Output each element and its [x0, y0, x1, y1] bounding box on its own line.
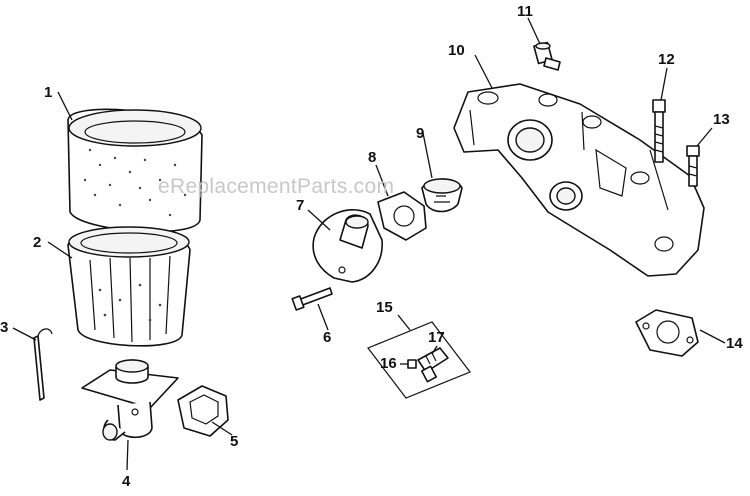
- part-11-elbow-fitting: [533, 41, 561, 71]
- leader-lines: [12, 17, 726, 471]
- label-6: 6: [323, 329, 331, 346]
- part-2-air-filter-element: [67, 226, 191, 347]
- part-7-thermostat-housing: [312, 209, 383, 283]
- part-14-flange-gasket: [635, 309, 699, 357]
- label-1: 1: [44, 84, 52, 101]
- label-8: 8: [368, 149, 376, 166]
- watermark-text: eReplacementParts.com: [158, 175, 394, 198]
- label-11: 11: [517, 3, 533, 20]
- label-12: 12: [658, 51, 675, 68]
- part-17-temperature-sender: [417, 347, 449, 383]
- part-9-thermostat: [421, 178, 463, 213]
- label-5: 5: [230, 433, 238, 450]
- label-4: 4: [122, 473, 131, 490]
- part-8-thermostat-gasket: [377, 191, 427, 241]
- label-3: 3: [0, 319, 8, 336]
- label-14: 14: [726, 335, 743, 352]
- part-10-intake-manifold: [453, 83, 705, 277]
- label-15: 15: [376, 299, 393, 316]
- label-7: 7: [296, 197, 304, 214]
- label-9: 9: [416, 125, 424, 142]
- label-17: 17: [428, 329, 445, 346]
- part-3-rod: [33, 328, 53, 401]
- part-15-sensor-kit: [367, 321, 471, 399]
- part-12-long-bolt: [652, 99, 666, 163]
- label-16: 16: [380, 355, 397, 372]
- label-2: 2: [33, 234, 41, 251]
- part-number-labels: 1 2 3 4 5 6 7 8 9 10 11 12 13 14 15 16 1…: [0, 3, 743, 490]
- label-10: 10: [448, 42, 465, 59]
- part-13-short-bolt: [686, 145, 700, 187]
- part-6-bolt: [291, 287, 333, 311]
- part-16-nut: [407, 359, 417, 369]
- part-1-foam-precleaner: [67, 108, 203, 233]
- part-4-air-cleaner-base: [81, 359, 179, 441]
- part-5-gasket: [177, 385, 229, 437]
- label-13: 13: [713, 111, 730, 128]
